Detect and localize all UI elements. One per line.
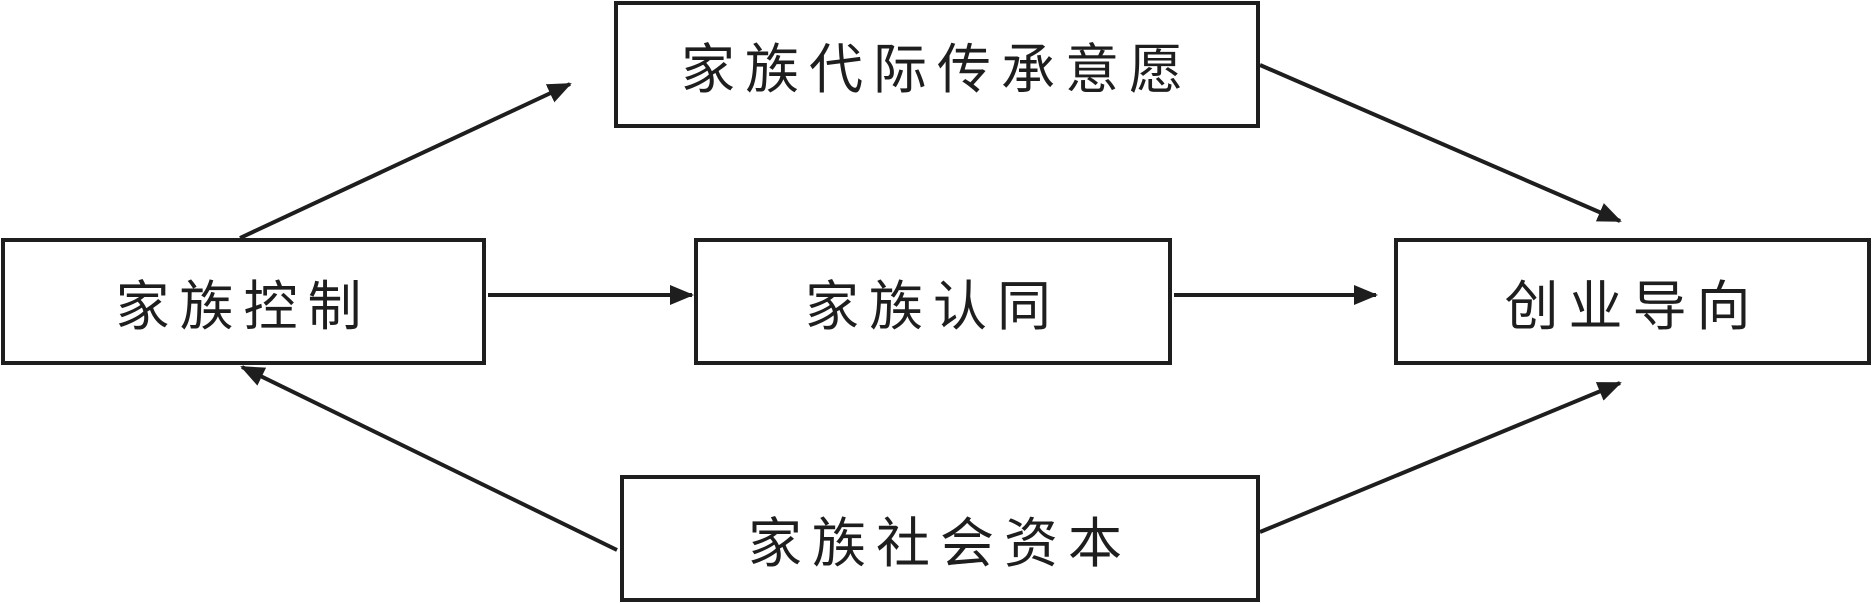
arrow-social-capital-to-entrepreneurial <box>1259 381 1622 534</box>
node-succession-intention: 家族代际传承意愿 <box>614 1 1260 128</box>
node-entrepreneurial-orientation-label: 创业导向 <box>1504 275 1761 338</box>
node-family-control-label: 家族控制 <box>115 275 372 338</box>
node-entrepreneurial-orientation: 创业导向 <box>1394 238 1871 365</box>
node-family-identity-label: 家族认同 <box>805 275 1061 338</box>
node-succession-intention-label: 家族代际传承意愿 <box>681 38 1193 101</box>
node-family-identity: 家族认同 <box>694 238 1172 365</box>
node-family-control: 家族控制 <box>1 238 486 365</box>
arrow-social-capital-to-family-control <box>240 365 618 552</box>
arrow-family-control-to-succession <box>239 82 572 240</box>
arrow-succession-to-entrepreneurial <box>1259 63 1622 223</box>
node-family-social-capital: 家族社会资本 <box>620 475 1260 602</box>
node-family-social-capital-label: 家族社会资本 <box>748 512 1132 575</box>
